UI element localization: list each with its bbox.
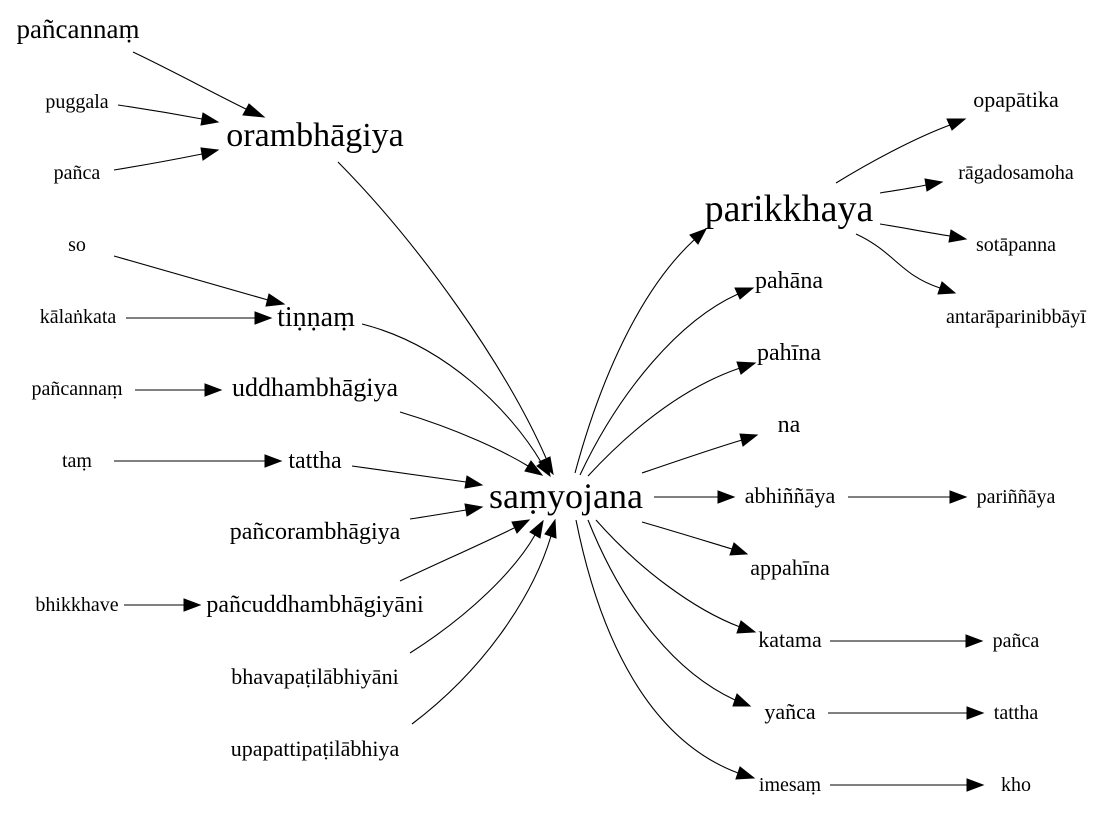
edge-samyojana-to-appahina <box>641 521 749 556</box>
node-bhikkhave: bhikkhave <box>35 594 118 616</box>
node-imesam: imesaṃ <box>759 774 822 796</box>
edge-pancannam-to-orambhagiya <box>132 51 266 118</box>
edge-so-to-tinnam <box>113 255 286 307</box>
node-tinnam: tiṇṇaṃ <box>277 302 355 333</box>
edge-panca-to-orambhagiya <box>113 147 220 171</box>
node-pahina: pahīna <box>757 340 821 366</box>
node-orambhagiya: orambhāgiya <box>226 117 404 154</box>
node-appahina: appahīna <box>750 555 830 580</box>
node-opapatika: opapātika <box>973 87 1059 112</box>
node-abhinnaya: abhiññāya <box>745 483 836 508</box>
node-so: so <box>68 234 86 256</box>
edge-parikkhaya-to-antaraparinibbayi <box>855 233 957 295</box>
node-antaraparinibbayi: antarāparinibbāyī <box>946 306 1086 328</box>
node-samyojana: saṃyojana <box>489 476 643 516</box>
node-bhavapatilabhiyani: bhavapaṭilābhiyāni <box>231 664 398 689</box>
edge-bhikkhave-to-pancuddhambhagiyani <box>124 598 202 612</box>
node-parikkhaya: parikkhaya <box>705 188 874 230</box>
node-puggala: puggala <box>45 91 108 113</box>
node-sotapanna: sotāpanna <box>976 234 1056 256</box>
edge-puggala-to-orambhagiya <box>117 104 220 126</box>
edge-tinnam-to-samyojana <box>361 323 551 478</box>
edge-imesam-to-kho <box>830 778 985 792</box>
node-parinnaya: pariññāya <box>977 486 1056 508</box>
edge-parikkhaya-to-sotapanna <box>879 223 968 243</box>
node-katama: katama <box>758 627 822 652</box>
edge-pancannam-to-uddhambhagiya <box>135 383 223 397</box>
edge-samyojana-to-parikkhaya <box>574 228 708 474</box>
node-panca-left: pañca <box>54 162 101 184</box>
edge-parikkhaya-to-opapatika <box>835 118 967 184</box>
edge-samyojana-to-na <box>641 433 759 474</box>
node-na: na <box>778 412 801 438</box>
edge-kalankata-to-tinnam <box>126 311 273 325</box>
edge-uddhambhagiya-to-samyojana <box>399 411 544 476</box>
edge-samyojana-to-yanca <box>587 519 752 707</box>
edges <box>113 51 985 792</box>
nodes: pañcannaṃ puggala pañca orambhāgiya so k… <box>17 14 1087 796</box>
node-pancuddhambhagiyani: pañcuddhambhāgiyāni <box>206 592 424 618</box>
edge-samyojana-to-pahina <box>587 361 757 477</box>
node-panca-right: pañca <box>993 630 1040 652</box>
node-tam: taṃ <box>62 450 92 472</box>
node-upapattipatilabhiya: upapattipaṭilābhiya <box>231 736 400 761</box>
node-ragadosamoha: rāgadosamoha <box>958 162 1074 184</box>
edge-abhinnaya-to-parinnaya <box>848 490 968 504</box>
edge-katama-to-panca <box>830 634 984 648</box>
edge-yanca-to-tattha <box>828 706 985 720</box>
edge-pancuddhambhagiyani-to-samyojana <box>399 519 531 582</box>
node-pancorambhagiya: pañcorambhāgiya <box>230 519 401 545</box>
edge-pancorambhagiya-to-samyojana <box>409 503 484 520</box>
node-uddhambhagiya: uddhambhāgiya <box>232 373 399 402</box>
edge-samyojana-to-imesam <box>575 519 756 780</box>
edge-parikkhaya-to-ragadosamoha <box>879 178 944 194</box>
node-pahana: pahāna <box>755 268 823 294</box>
edge-samyojana-to-katama <box>595 519 757 634</box>
edge-samyojana-to-pahana <box>579 287 755 476</box>
edge-samyojana-to-abhinnaya <box>654 490 736 504</box>
node-kho: kho <box>1001 774 1031 796</box>
node-pancannam-mid: pañcannaṃ <box>31 378 123 400</box>
node-tattha-left: tattha <box>288 448 342 474</box>
edge-bhavapatilabhiyani-to-samyojana <box>409 519 544 654</box>
node-yanca: yañca <box>764 699 816 724</box>
node-pancannam-top: pañcannaṃ <box>17 14 140 44</box>
node-tattha-right: tattha <box>994 702 1039 724</box>
edge-upapattipatilabhiya-to-samyojana <box>411 518 557 725</box>
edge-tam-to-tattha <box>114 454 283 468</box>
node-kalankata: kālaṅkata <box>40 306 117 328</box>
edge-tattha-to-samyojana <box>351 465 484 489</box>
